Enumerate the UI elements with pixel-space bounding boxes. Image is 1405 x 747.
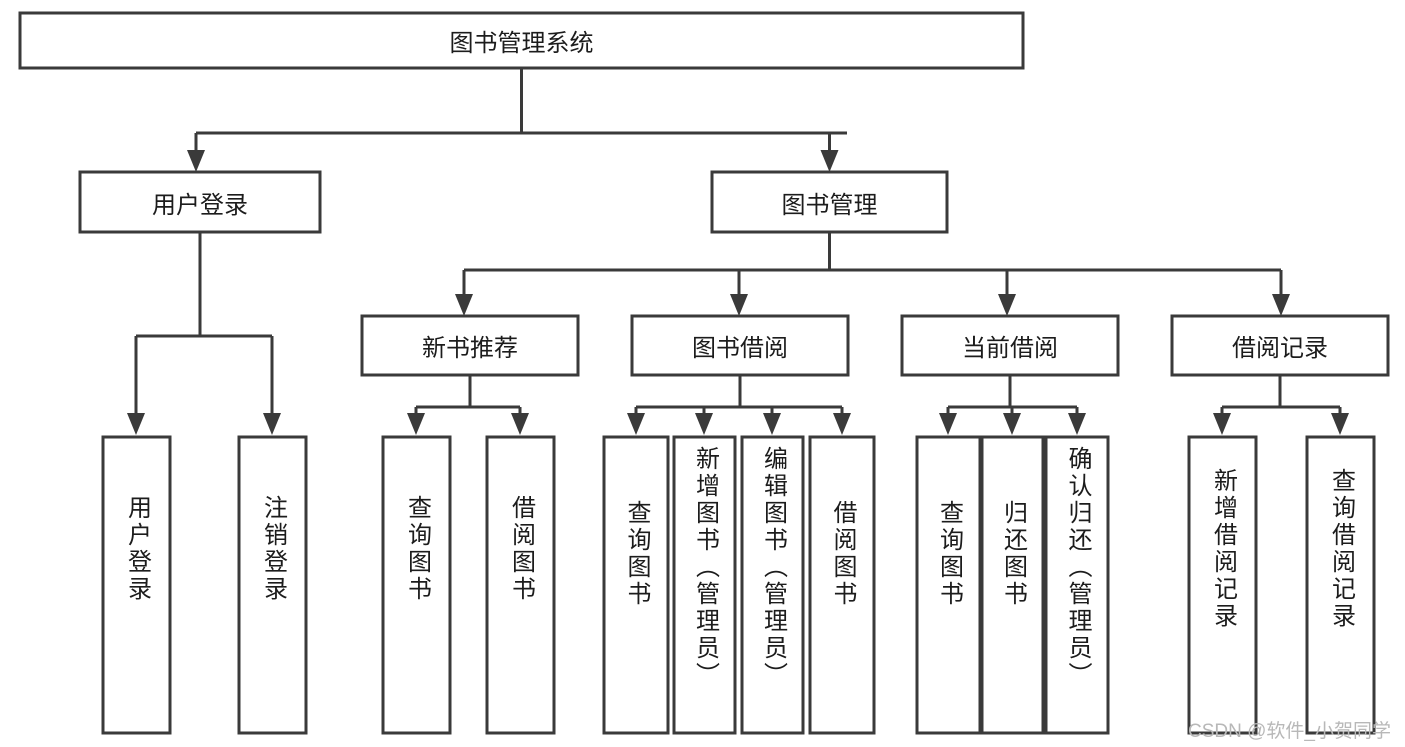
leaf-borrow-book-recommend[interactable] (485, 435, 556, 735)
leaf-confirm-return-admin[interactable] (1044, 435, 1110, 735)
connector-bookborrow-to-leaves (627, 375, 851, 435)
node-borrow-record[interactable] (1170, 314, 1390, 377)
leaf-borrow-book[interactable] (808, 435, 876, 735)
connector-userlogin-to-leaves (127, 232, 281, 435)
root-node[interactable] (18, 11, 1025, 70)
leaf-user-login[interactable] (101, 435, 172, 735)
node-current-borrow[interactable] (900, 314, 1120, 377)
connector-currentborrow-to-leaves (939, 375, 1086, 435)
node-book-management[interactable] (710, 170, 949, 234)
node-new-book-recommend[interactable] (360, 314, 580, 377)
node-book-borrow[interactable] (630, 314, 850, 377)
leaf-query-borrow-record[interactable] (1305, 435, 1376, 735)
connector-bookmgmt-to-level3 (455, 232, 1290, 316)
leaf-edit-book-admin[interactable] (740, 435, 805, 735)
leaf-logout-login[interactable] (237, 435, 308, 735)
leaf-add-book-admin[interactable] (672, 435, 737, 735)
leaf-query-book-borrow[interactable] (602, 435, 670, 735)
leaf-add-borrow-record[interactable] (1187, 435, 1258, 735)
node-user-login[interactable] (78, 170, 322, 234)
connector-root-to-level2 (187, 68, 847, 172)
connector-borrowrecord-to-leaves (1213, 375, 1349, 435)
leaf-return-book[interactable] (980, 435, 1045, 735)
leaf-query-book-current[interactable] (915, 435, 982, 735)
leaf-query-book-recommend[interactable] (381, 435, 452, 735)
connector-newbook-to-leaves (407, 375, 529, 435)
